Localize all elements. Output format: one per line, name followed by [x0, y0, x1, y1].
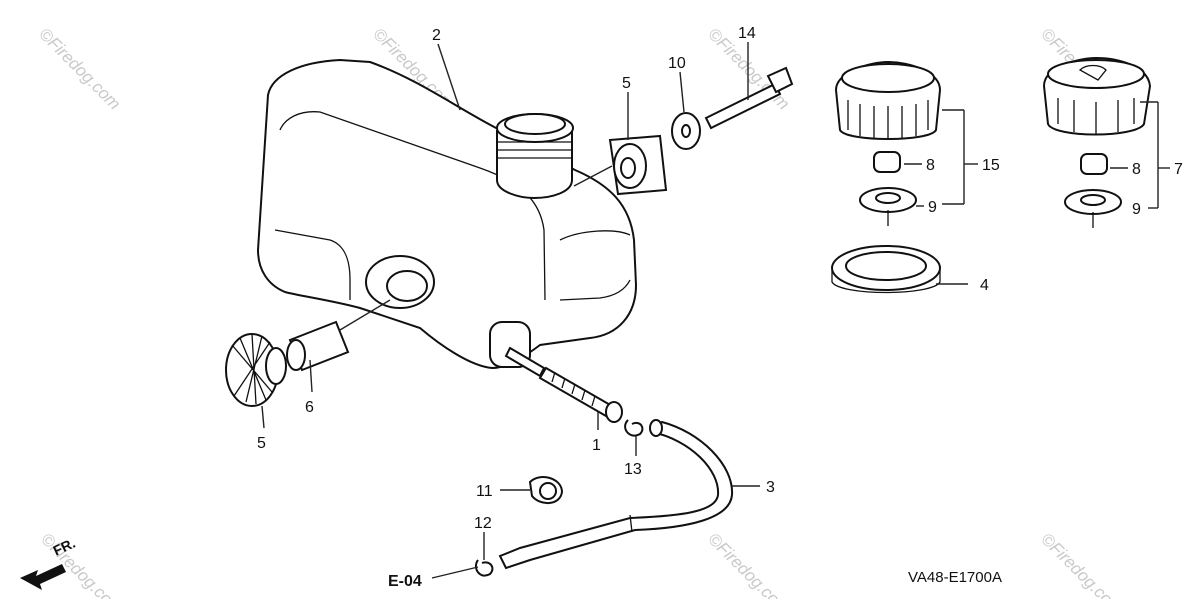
callout-10: 10 [668, 55, 686, 72]
watermark: ©Firedog.com [704, 529, 793, 599]
watermark: ©Firedog.com [1037, 529, 1126, 599]
cap-ring [831, 245, 941, 294]
callout-8-right: 8 [1132, 161, 1141, 178]
clip [624, 419, 644, 437]
callout-4: 4 [980, 277, 989, 294]
fuel-cap-set [834, 60, 942, 226]
callout-2: 2 [432, 27, 441, 44]
callout-8-left: 8 [926, 157, 935, 174]
ref-code: E-04 [388, 573, 422, 590]
callout-9-left: 9 [928, 199, 937, 216]
small-clip [474, 559, 494, 577]
callout-5-upper: 5 [622, 75, 631, 92]
fuel-tank [256, 58, 638, 370]
callout-11: 11 [476, 483, 493, 500]
watermark: ©Firedog.com [37, 529, 126, 599]
diagram-code: VA48-E1700A [908, 569, 1002, 586]
leader-lines [261, 42, 1170, 579]
callout-12: 12 [474, 515, 492, 532]
hose-clip [528, 476, 564, 504]
callout-1: 1 [592, 437, 601, 454]
callouts: 2 14 10 5 6 5 1 13 3 11 12 8 15 9 4 8 7 … [257, 25, 1183, 532]
callout-13: 13 [624, 461, 642, 478]
callout-7: 7 [1174, 161, 1183, 178]
watermark: ©Firedog.com [35, 24, 124, 113]
grommet-lower [225, 333, 287, 407]
filler-neck [496, 113, 574, 200]
grommet-upper [608, 134, 668, 196]
fuel-cap-set-alt [1042, 56, 1152, 228]
callout-5-lower: 5 [257, 435, 266, 452]
callout-15: 15 [982, 157, 1000, 174]
washer [671, 112, 701, 150]
callout-3: 3 [766, 479, 775, 496]
bolt [704, 66, 794, 130]
fuel-hose [498, 419, 734, 570]
fuel-strainer [504, 346, 623, 423]
callout-14: 14 [738, 25, 756, 42]
callout-6: 6 [305, 399, 314, 416]
joint-pipe [286, 320, 350, 372]
callout-9-right: 9 [1132, 201, 1141, 218]
